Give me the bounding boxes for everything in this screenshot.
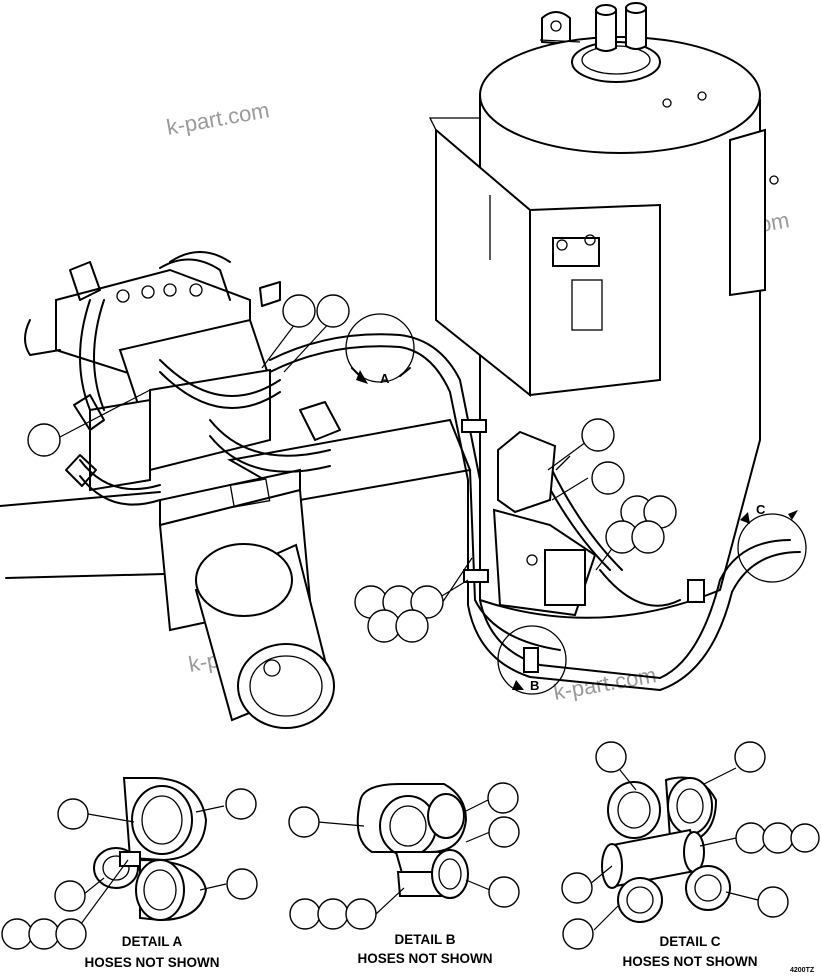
detail-b-drawing <box>288 782 520 930</box>
view-letter-c: C <box>756 502 766 517</box>
detail-c-note: HOSES NOT SHOWN <box>622 954 757 969</box>
detail-view-b-marker: B <box>497 625 567 695</box>
callout-bubble <box>316 294 350 328</box>
callout-bubble <box>55 918 87 950</box>
callout-bubble <box>581 418 615 452</box>
callout-bubble <box>226 868 258 900</box>
callout-bubble <box>591 461 625 495</box>
callout-bubble <box>288 806 320 838</box>
callout-bubble <box>395 609 429 643</box>
callout-bubble <box>757 886 789 918</box>
callout-bubbles <box>27 294 677 643</box>
callout-bubble <box>345 898 377 930</box>
detail-a-title: DETAIL A <box>122 934 183 949</box>
callout-bubble <box>57 798 89 830</box>
callout-bubble <box>225 788 257 820</box>
detail-view-c-marker: C <box>737 502 807 583</box>
pump-assembly <box>0 251 472 729</box>
callout-bubble <box>734 741 766 773</box>
view-letter-a: A <box>380 371 390 386</box>
callout-bubble <box>735 822 767 854</box>
drawing-code: 4200TZ <box>790 967 815 974</box>
view-letter-b: B <box>530 678 539 693</box>
watermark: k-part.com <box>165 97 272 140</box>
callout-bubble <box>488 876 520 908</box>
callout-bubble <box>367 609 401 643</box>
callout-bubble <box>488 816 520 848</box>
detail-view-a-marker: A <box>345 313 415 386</box>
callout-bubble <box>317 898 349 930</box>
callout-bubble <box>28 918 60 950</box>
callout-bubble <box>790 823 820 853</box>
callout-bubble <box>762 822 794 854</box>
detail-a-note: HOSES NOT SHOWN <box>84 955 219 970</box>
callout-bubble <box>1 918 33 950</box>
detail-c-drawing <box>561 741 820 950</box>
detail-b-title: DETAIL B <box>394 932 455 947</box>
callout-bubble <box>595 741 627 773</box>
hose-bundle <box>269 333 801 691</box>
callout-bubble <box>27 423 61 457</box>
callout-bubble <box>54 880 86 912</box>
callout-bubble <box>631 520 665 554</box>
detail-c-title: DETAIL C <box>659 934 720 949</box>
callout-bubble <box>282 294 316 328</box>
hydraulic-tank <box>428 2 779 619</box>
callout-bubble <box>561 872 593 904</box>
callout-bubble <box>562 918 594 950</box>
callout-bubble <box>289 898 321 930</box>
callout-bubble <box>487 782 519 814</box>
detail-a-drawing <box>1 777 258 950</box>
detail-b-note: HOSES NOT SHOWN <box>357 951 492 966</box>
callout-leaders <box>57 319 627 607</box>
callout-bubble <box>410 585 444 619</box>
